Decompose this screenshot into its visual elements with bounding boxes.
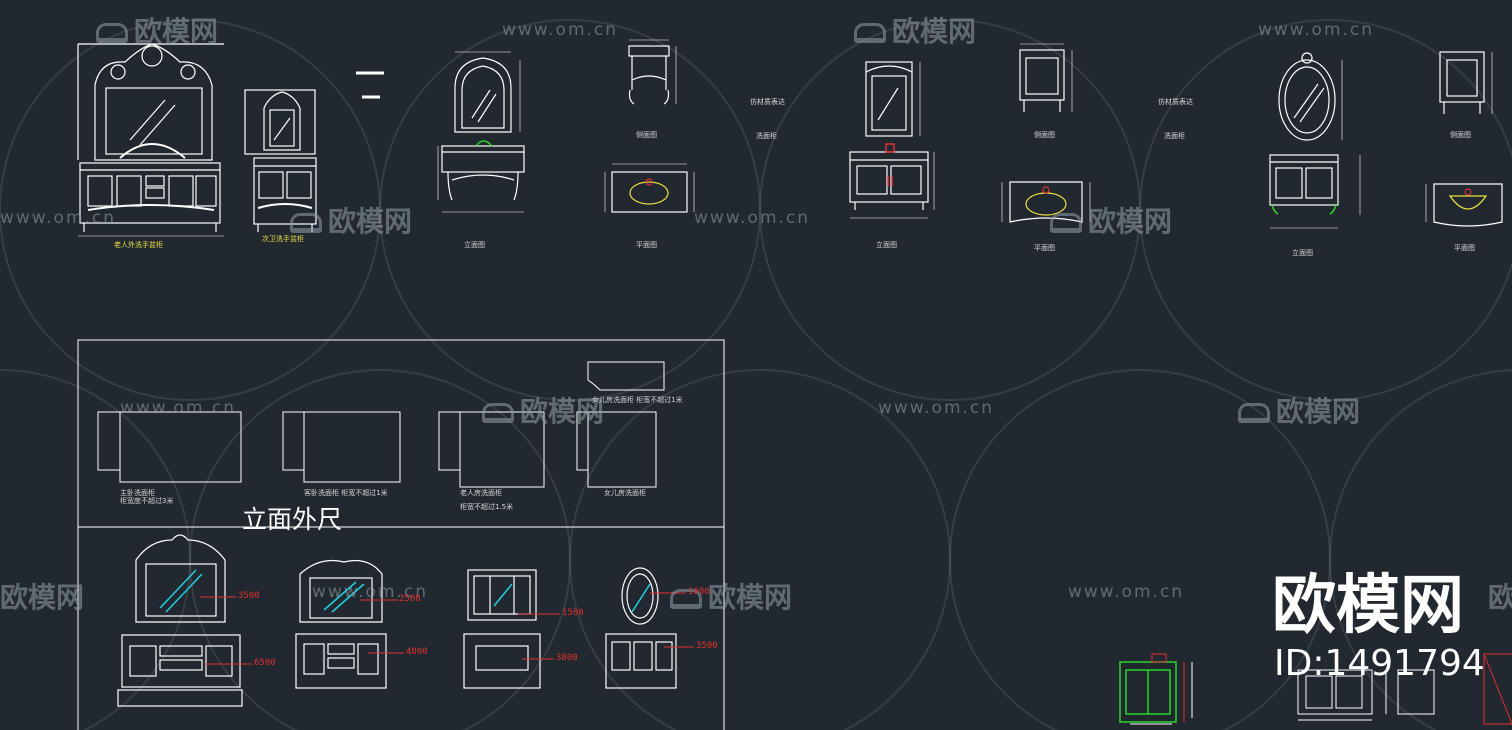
label-plan-view: 平面图 xyxy=(636,241,657,249)
watermark-logo: 欧模网 xyxy=(1050,200,1172,240)
watermark-logo: 欧模网 xyxy=(670,576,792,616)
dimension-label: 2500 xyxy=(399,594,421,604)
dimension-label: 3500 xyxy=(696,641,718,651)
second-washstand-drawing xyxy=(244,89,317,232)
side-view-3 xyxy=(1439,51,1493,114)
label-plan-view: 平面图 xyxy=(1034,244,1055,252)
watermark-url: www.om.cn xyxy=(1258,20,1375,40)
dimension-label: 1500 xyxy=(562,608,584,618)
sofa-icon xyxy=(96,23,128,43)
sofa-icon xyxy=(1238,403,1270,423)
sofa-icon xyxy=(670,589,702,609)
green-cabinet xyxy=(1119,661,1177,723)
watermark-logo: 欧模网 xyxy=(290,200,412,240)
label-size-box: 女儿房洗面柜 xyxy=(604,489,646,497)
watermark-logo: 欧模网 xyxy=(0,581,85,614)
label-side-view: 侧面图 xyxy=(1034,131,1055,139)
elevation-row xyxy=(117,534,677,707)
watermark-logo: 欧模网 xyxy=(854,10,976,50)
label-note: 洗面柜 xyxy=(756,132,777,140)
watermark-logo: 欧模网 xyxy=(96,10,218,50)
label-size-box: 客卧洗面柜 柜宽不超过1米 xyxy=(304,489,388,497)
sofa-icon xyxy=(482,403,514,423)
label-elder-washstand: 老人外洗手盆柜 xyxy=(114,241,163,249)
mirror-glints xyxy=(159,569,651,613)
label-size-box: 主卧洗面柜 xyxy=(120,489,155,497)
label-size-box: 老人房洗面柜 xyxy=(460,489,502,497)
dimension-label: 6500 xyxy=(254,658,276,668)
brand-logo: 欧模网 xyxy=(1272,569,1464,643)
sofa-icon xyxy=(290,213,322,233)
label-note: 仿材质表达 xyxy=(1158,98,1193,106)
watermark-logo: 欧模网 xyxy=(1238,390,1360,430)
section-frame xyxy=(77,339,725,730)
washstand-elevation-2 xyxy=(849,61,935,219)
label-note: 仿材质表达 xyxy=(750,98,785,106)
dash-marks xyxy=(356,71,384,99)
label-plan-view: 平面图 xyxy=(1454,244,1475,252)
section-title: 立面外尺 xyxy=(242,505,343,534)
side-view-1 xyxy=(628,39,677,105)
watermark-url: www.om.cn xyxy=(120,398,237,418)
label-elevation: 立面图 xyxy=(876,241,897,249)
washstand-elevation-3 xyxy=(1269,52,1361,229)
watermark-url: www.om.cn xyxy=(312,582,429,602)
label-elevation: 立面图 xyxy=(1292,249,1313,257)
watermark-url: www.om.cn xyxy=(502,20,619,40)
watermark-arcs xyxy=(0,19,1512,730)
watermark-logo: 欧模网 xyxy=(482,390,604,430)
label-side-view: 侧面图 xyxy=(636,131,657,139)
elder-washstand-drawing xyxy=(77,43,224,237)
dimension-label: 4000 xyxy=(406,647,428,657)
watermark-logo: 欧模网 xyxy=(1488,581,1512,614)
plan-view-1 xyxy=(604,163,695,213)
size-boxes xyxy=(97,361,665,488)
watermark-url: www.om.cn xyxy=(1068,582,1185,602)
label-size-box: 柜宽不超过1.5米 xyxy=(460,503,514,511)
sofa-icon xyxy=(854,23,886,43)
side-view-2 xyxy=(1019,43,1073,112)
label-size-box: 柜宽度不超过3米 xyxy=(120,497,174,505)
dimension-label: 3800 xyxy=(556,653,578,663)
watermark-url: www.om.cn xyxy=(694,208,811,228)
label-elevation: 立面图 xyxy=(464,241,485,249)
sofa-icon xyxy=(1050,213,1082,233)
label-size-box: 女儿房洗面柜 柜宽不超过1米 xyxy=(592,396,683,404)
dimension-label: 3500 xyxy=(238,591,260,601)
watermark-url: www.om.cn xyxy=(878,398,995,418)
label-side-view: 侧面图 xyxy=(1450,131,1471,139)
dimension-leaders xyxy=(200,592,694,665)
dimension-label: 1000 xyxy=(688,587,710,597)
label-note: 洗面柜 xyxy=(1164,132,1185,140)
washstand-elevation-1 xyxy=(437,51,525,213)
brand-id: ID:1491794 xyxy=(1274,643,1485,684)
plan-view-3 xyxy=(1425,183,1503,227)
watermark-url: www.om.cn xyxy=(0,208,117,228)
label-second-washstand: 次卫洗手盆柜 xyxy=(262,235,304,243)
